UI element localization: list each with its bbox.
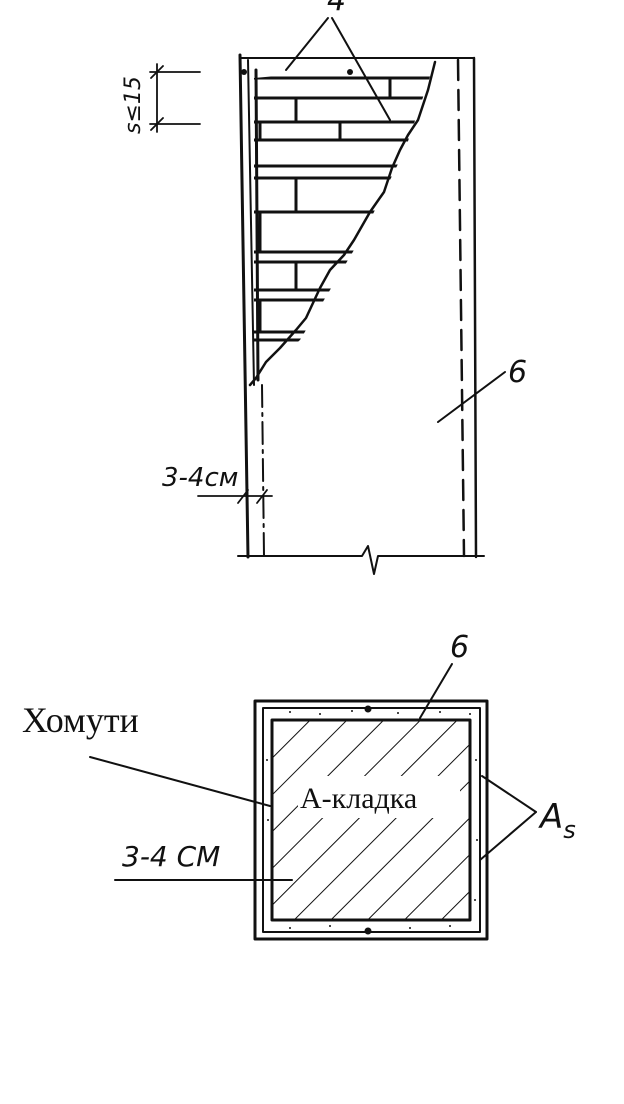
leader-4-b (331, 17, 391, 121)
break-line (237, 545, 485, 575)
label-4: 4 (327, 0, 346, 18)
label-masonry: А-кладка (300, 782, 417, 815)
hidden-line-right (456, 58, 466, 558)
leader-As-b (479, 811, 537, 861)
label-cover-section: 3-4 СМ (122, 840, 220, 873)
spacing-dimension (149, 63, 201, 133)
label-stirrups: Хомути (22, 700, 139, 740)
bar-section-top (364, 705, 372, 713)
label-6-elevation: 6 (508, 355, 527, 390)
label-cover-elevation: 3-4см (162, 463, 238, 493)
bar-dot (347, 69, 353, 75)
label-As: As (538, 797, 576, 844)
longitudinal-bar (254, 68, 260, 382)
leader-6-elevation (437, 371, 506, 423)
axis-line-left (261, 384, 265, 557)
section-mortar-band (262, 707, 481, 933)
leader-As-a (481, 775, 537, 813)
leader-stirrups (89, 756, 271, 807)
masonry-hatch (272, 720, 470, 920)
cut-line (248, 60, 437, 387)
masonry-core (270, 718, 472, 922)
leader-4-a (285, 17, 329, 71)
cover-dimension (197, 489, 273, 504)
bar-dot-left (241, 69, 247, 75)
label-6-section: 6 (450, 630, 469, 665)
section-outer-square (253, 699, 489, 941)
leader-6-section (419, 663, 453, 719)
label-As-sub: s (563, 816, 576, 844)
label-As-main: A (538, 797, 563, 837)
column-left-edge (238, 53, 250, 559)
column-elevation: 4 s≤15 6 3-4см (121, 0, 527, 575)
corner-angle-line (247, 59, 255, 386)
column-cross-section: А-кладка 6 Хомути 3-4 СМ As (22, 630, 576, 941)
column-right-edge (472, 56, 478, 559)
masonry-label-box (298, 776, 460, 818)
label-spacing: s≤15 (121, 76, 146, 134)
masonry-bricks (254, 76, 435, 342)
bar-section-bottom (364, 927, 372, 935)
mortar-stipple (265, 710, 478, 929)
